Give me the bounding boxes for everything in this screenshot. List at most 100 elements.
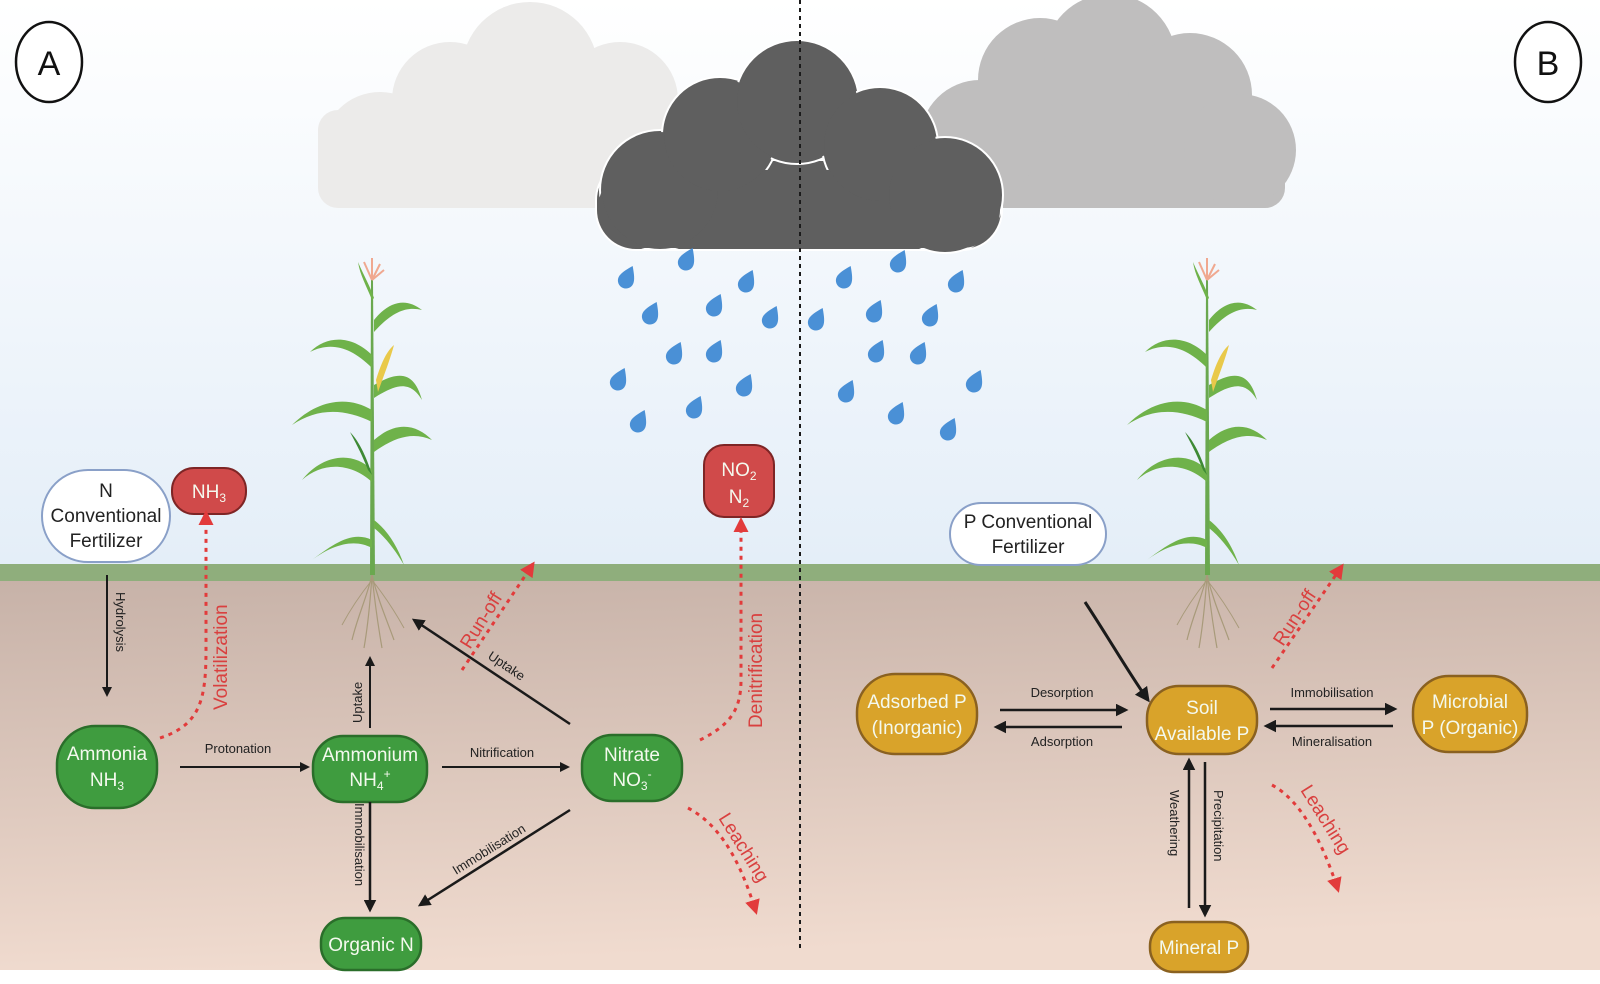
runoff-n-arrow (460, 561, 535, 671)
immobilisation-nitrate-arrow (417, 808, 571, 907)
mineralisation-label: Mineralisation (1292, 734, 1372, 749)
tassel (1206, 269, 1220, 281)
adsorbed-p-node: Adsorbed P (Inorganic) (855, 672, 979, 756)
p-fertilizer-line-1: P Conventional (964, 512, 1093, 533)
ground-surface (0, 564, 1600, 581)
plant-part (1127, 401, 1207, 425)
weathering-label: Weathering (1167, 790, 1182, 856)
plant-part (1209, 520, 1239, 565)
plant-part (363, 574, 373, 649)
ammonia-gas-label: NH3 (192, 482, 226, 505)
adsorption-label: Adsorption (1031, 734, 1093, 749)
corn-plant-left (292, 258, 432, 649)
denitrification-arrow (699, 517, 749, 742)
p-fertilizer-node: P Conventional Fertilizer (949, 502, 1107, 566)
leaching-n-arrow (687, 806, 760, 915)
plant-part (1206, 574, 1218, 649)
n-fertilizer-line-3: Fertilizer (70, 531, 144, 552)
ammonia-formula: NH3 (90, 770, 124, 793)
soil-available-p-line-2: Available P (1155, 724, 1250, 745)
ammonia-name: Ammonia (67, 744, 148, 765)
microbial-p-node: Microbial P (Organic) (1411, 674, 1529, 754)
panel-label-a: A (14, 20, 84, 104)
plant-part (310, 339, 372, 368)
nitrate-name: Nitrate (604, 745, 660, 766)
panel-letter-a: A (38, 45, 61, 83)
mineral-p-label: Mineral P (1159, 938, 1239, 959)
plant-part (374, 302, 422, 332)
p-immobilisation-label: Immobilisation (1290, 685, 1373, 700)
ammonia-node: Ammonia NH3 (55, 724, 159, 810)
plant-part (1185, 432, 1207, 475)
plant-part (376, 345, 394, 392)
plant-part (1145, 339, 1207, 368)
ammonia-gas-node: NH3 (171, 467, 247, 515)
nitrate-node: Nitrate NO3- (580, 733, 684, 803)
tassel (1206, 263, 1216, 281)
nitrification-label: Nitrification (470, 745, 534, 760)
volatilization-label: Volatilization (211, 604, 232, 710)
precipitation-label: Precipitation (1211, 790, 1226, 862)
plant-part (358, 262, 374, 300)
protonation-label: Protonation (205, 741, 272, 756)
plant-part (1137, 457, 1207, 482)
adsorbed-p-line-1: Adsorbed P (867, 692, 966, 713)
uptake-ammonium-label: Uptake (350, 682, 365, 723)
panel-letter-b: B (1537, 45, 1560, 83)
tassel (363, 261, 373, 281)
microbial-p-line-1: Microbial (1432, 692, 1508, 713)
plant-part (341, 579, 373, 626)
organic-n-name: Organic N (328, 935, 414, 956)
tassel (1198, 261, 1208, 281)
plant-part (1209, 375, 1257, 400)
runoff-p-arrow (1270, 563, 1344, 669)
tassel (371, 263, 381, 281)
volatilization-arrow (159, 510, 214, 740)
corn-plant-right (1127, 258, 1267, 649)
plant-part (302, 457, 372, 482)
soil-available-p-line-1: Soil (1186, 698, 1218, 719)
plant-part (374, 375, 422, 400)
plant-part (1209, 426, 1267, 452)
plant-part (1209, 302, 1257, 332)
plant-part (1205, 280, 1210, 575)
plant-part (1198, 574, 1208, 649)
fertilizer-to-soil-p-arrow (1083, 601, 1150, 703)
plant-part (371, 579, 405, 629)
n-fertilizer-line-2: Conventional (51, 506, 162, 527)
ammonium-node: Ammonium NH4+ (311, 734, 429, 804)
no2-label: NO2 (721, 460, 757, 483)
plant-part (1206, 579, 1240, 629)
plant-part (1211, 345, 1229, 392)
plant-part (374, 520, 404, 565)
plant-part (1147, 536, 1207, 560)
plant-part (350, 432, 372, 475)
ammonium-name: Ammonium (322, 745, 418, 766)
microbial-p-line-2: P (Organic) (1422, 718, 1519, 739)
plant-part (1176, 579, 1208, 626)
plant-part (1193, 262, 1209, 300)
n2-label: N2 (729, 487, 750, 510)
soil-available-p-node: Soil Available P (1145, 684, 1259, 756)
soil-background (0, 580, 1600, 970)
uptake-nitrate-arrow (411, 618, 571, 726)
desorption-label: Desorption (1031, 685, 1094, 700)
immobilisation-ammonium-label: Immobilisation (352, 803, 367, 886)
denitrification-gas-node: NO2 N2 (703, 444, 775, 518)
n-fertilizer-line-1: N (99, 481, 113, 502)
ammonium-formula: NH4+ (349, 767, 390, 793)
leaching-p-arrow (1271, 783, 1342, 893)
plant-part (374, 426, 432, 452)
hydrolysis-label: Hydrolysis (113, 592, 128, 652)
p-fertilizer-line-2: Fertilizer (992, 537, 1066, 558)
n-fertilizer-node: N Conventional Fertilizer (41, 469, 171, 563)
plant-part (370, 280, 375, 575)
mineral-p-node: Mineral P (1148, 920, 1250, 974)
bottom-border (0, 970, 1600, 979)
plant-part (371, 574, 383, 649)
adsorbed-p-line-2: (Inorganic) (872, 718, 963, 739)
nitrate-formula: NO3- (612, 767, 651, 793)
denitrification-label: Denitrification (746, 613, 767, 728)
